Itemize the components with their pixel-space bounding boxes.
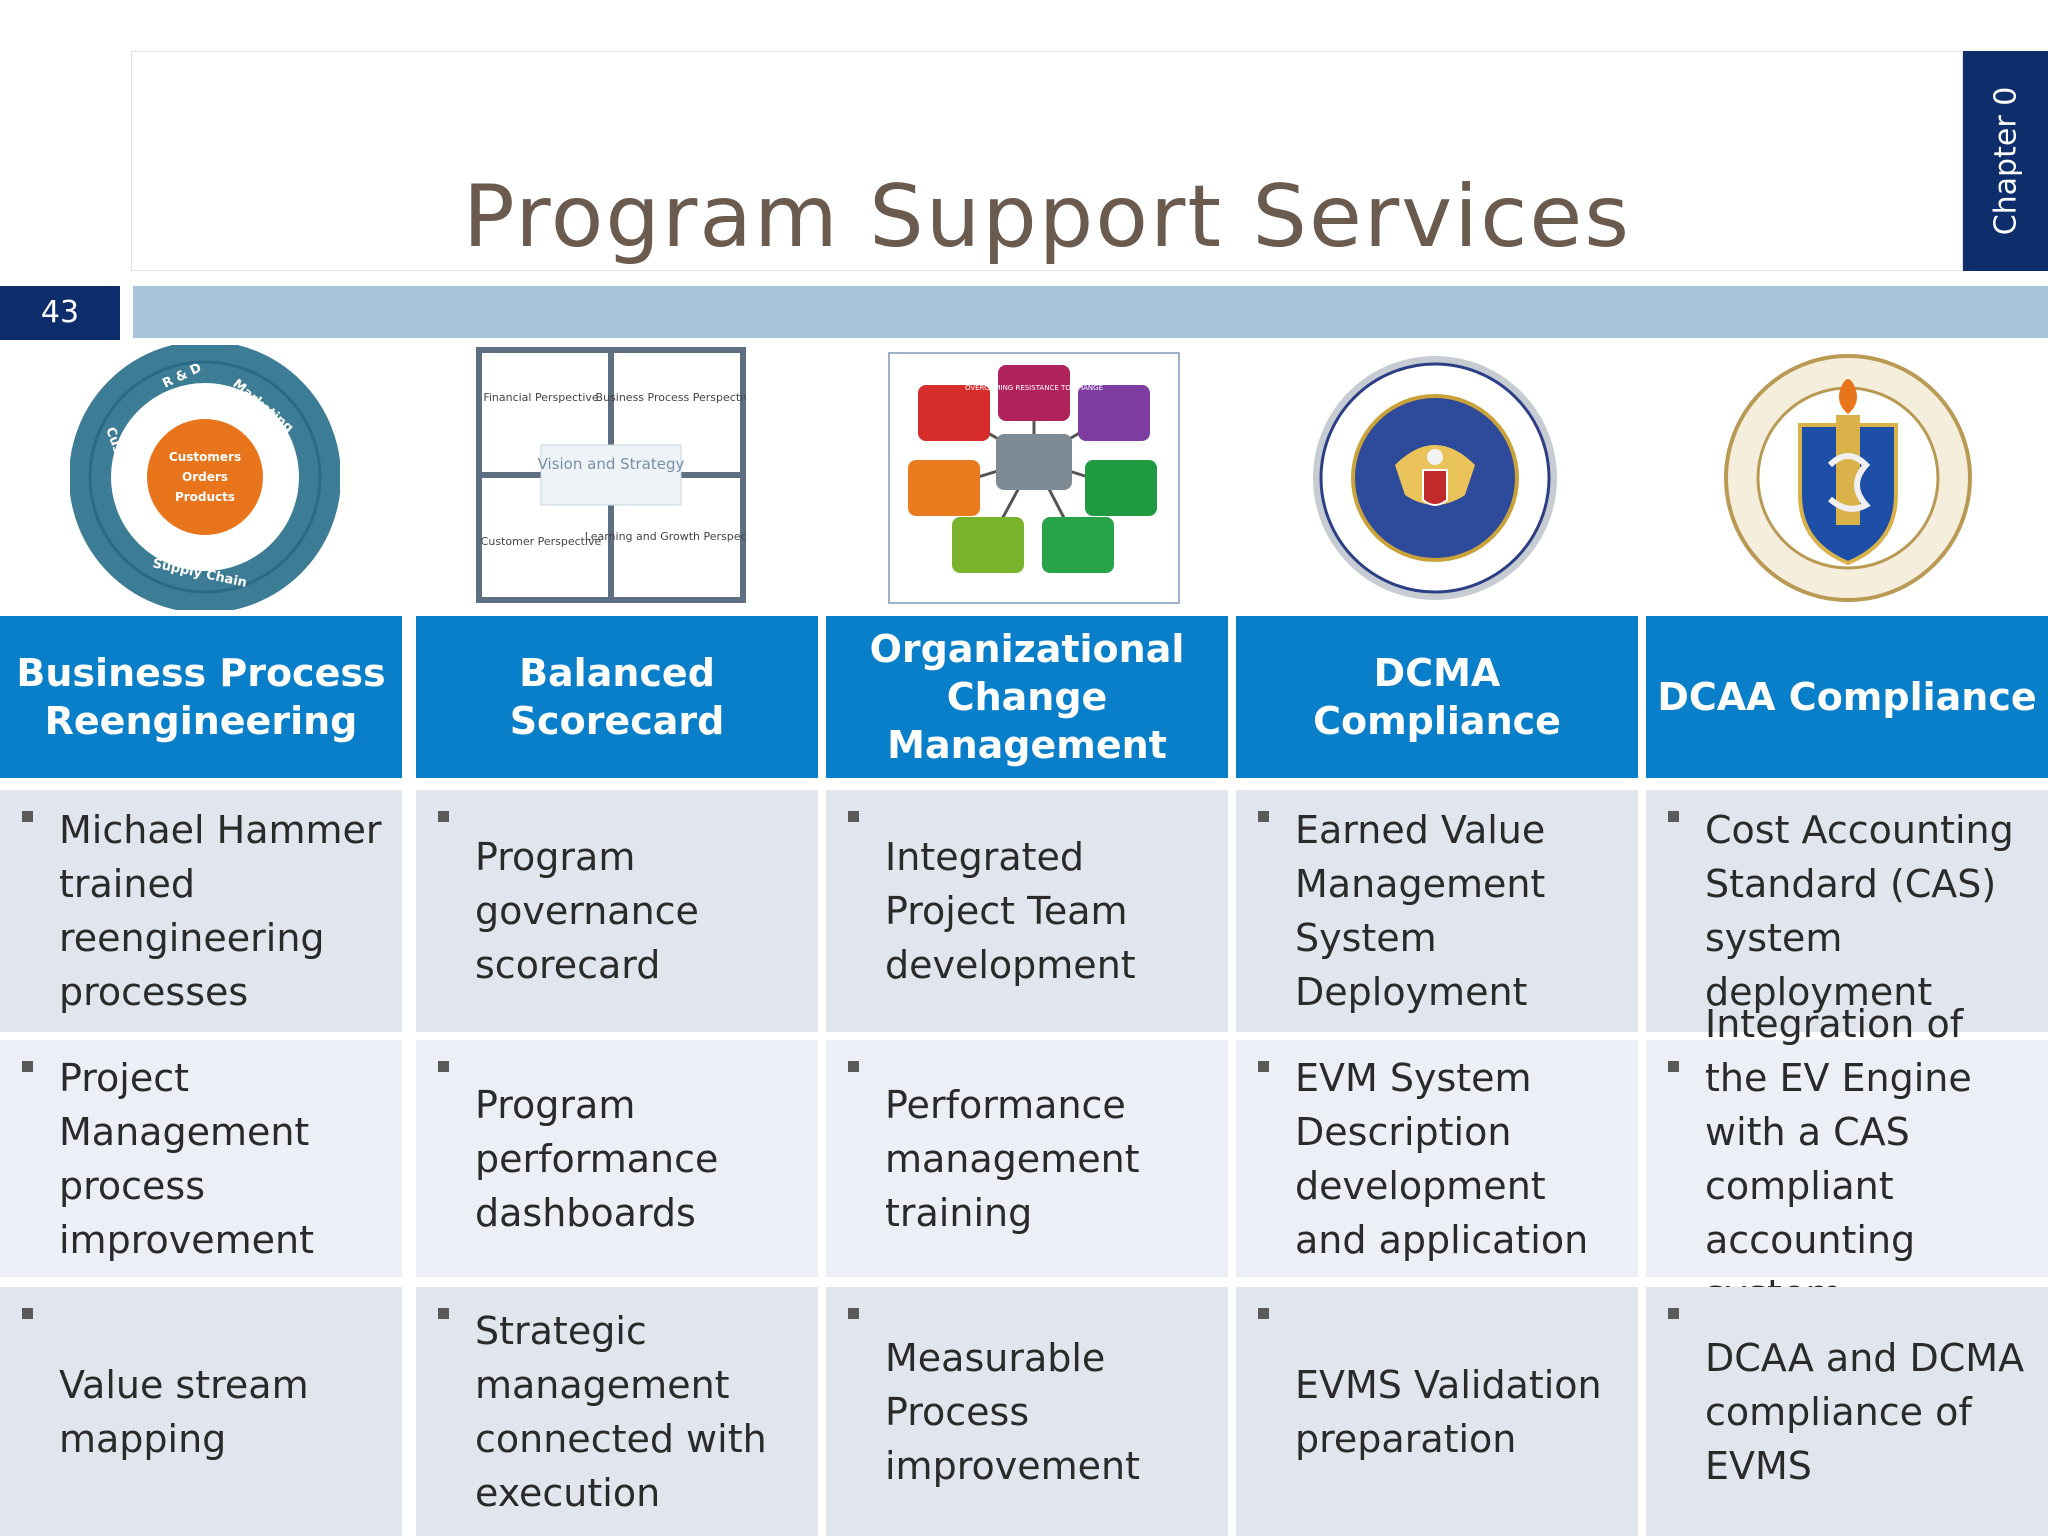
bullet-icon bbox=[848, 811, 859, 822]
bpr-cycle-image: Customers Orders Products R & D Marketin… bbox=[70, 345, 340, 610]
column-header: DCAA Compliance bbox=[1646, 616, 2048, 778]
column-header: Balanced Scorecard bbox=[416, 616, 818, 778]
dcaa-seal-image bbox=[1718, 345, 1978, 610]
bpr-center-3: Products bbox=[175, 490, 235, 504]
column-header: Business Process Reengineering bbox=[0, 616, 402, 778]
bullet-icon bbox=[848, 1061, 859, 1072]
list-item: Strategic management connected with exec… bbox=[416, 1287, 818, 1536]
bullet-icon bbox=[438, 1308, 449, 1319]
list-item: Program performance dashboards bbox=[416, 1040, 818, 1277]
bullet-icon bbox=[1668, 1061, 1679, 1072]
column-balanced-scorecard: Balanced Scorecard Program governance sc… bbox=[416, 616, 818, 1536]
page-number: 43 bbox=[0, 286, 120, 340]
change-management-image: OVERCOMING RESISTANCE TO CHANGE bbox=[888, 345, 1180, 610]
list-item: DCAA and DCMA compliance of EVMS bbox=[1646, 1287, 2048, 1536]
list-item: Project Management process improvement bbox=[0, 1040, 402, 1277]
list-item: Integrated Project Team development bbox=[826, 790, 1228, 1032]
title-box: Program Support Services bbox=[131, 51, 1963, 271]
list-item: Performance management training bbox=[826, 1040, 1228, 1277]
list-item: Earned Value Management System Deploymen… bbox=[1236, 790, 1638, 1032]
list-item: Cost Accounting Standard (CAS) system de… bbox=[1646, 790, 2048, 1032]
list-item: Michael Hammer trained reengineering pro… bbox=[0, 790, 402, 1032]
column-header: Organizational Change Management bbox=[826, 616, 1228, 778]
bsc-customer: Customer Perspective bbox=[481, 535, 602, 548]
chapter-label: Chapter 0 bbox=[1988, 86, 2023, 236]
bsc-business-process: Business Process Perspective bbox=[596, 391, 746, 404]
bullet-icon bbox=[1258, 1061, 1269, 1072]
list-item: EVMS Validation preparation bbox=[1236, 1287, 1638, 1536]
column-header: DCMA Compliance bbox=[1236, 616, 1638, 778]
bullet-icon bbox=[22, 1061, 33, 1072]
bullet-icon bbox=[1258, 811, 1269, 822]
balanced-scorecard-image: Vision and Strategy Financial Perspectiv… bbox=[476, 345, 746, 610]
slide-title: Program Support Services bbox=[462, 167, 1632, 267]
list-item: Measurable Process improvement bbox=[826, 1287, 1228, 1536]
bullet-icon bbox=[1258, 1308, 1269, 1319]
column-dcaa: DCAA Compliance Cost Accounting Standard… bbox=[1646, 616, 2048, 1536]
bpr-center-1: Customers bbox=[169, 450, 241, 464]
bpr-center-2: Orders bbox=[182, 470, 228, 484]
bullet-icon bbox=[438, 811, 449, 822]
bullet-icon bbox=[1668, 1308, 1679, 1319]
column-bpr: Business Process Reengineering Michael H… bbox=[0, 616, 402, 1536]
list-item: EVM System Description development and a… bbox=[1236, 1040, 1638, 1277]
column-dcma: DCMA Compliance Earned Value Management … bbox=[1236, 616, 1638, 1536]
list-item: Integration of the EV Engine with a CAS … bbox=[1646, 1002, 2048, 1316]
divider-bar bbox=[133, 286, 2048, 338]
bullet-icon bbox=[22, 1308, 33, 1319]
bsc-learning: Learning and Growth Perspective bbox=[585, 530, 746, 543]
bullet-icon bbox=[438, 1061, 449, 1072]
bsc-center: Vision and Strategy bbox=[538, 455, 685, 473]
bullet-icon bbox=[1668, 811, 1679, 822]
list-item: Value stream mapping bbox=[0, 1287, 402, 1536]
bullet-icon bbox=[848, 1308, 859, 1319]
list-item: Program governance scorecard bbox=[416, 790, 818, 1032]
column-change-management: Organizational Change Management Integra… bbox=[826, 616, 1228, 1536]
dcma-seal-image bbox=[1305, 345, 1565, 610]
bsc-financial: Financial Perspective bbox=[483, 391, 599, 404]
bullet-icon bbox=[22, 811, 33, 822]
ocm-node-1: OVERCOMING RESISTANCE TO CHANGE bbox=[965, 384, 1103, 392]
chapter-tab: Chapter 0 bbox=[1963, 51, 2048, 271]
